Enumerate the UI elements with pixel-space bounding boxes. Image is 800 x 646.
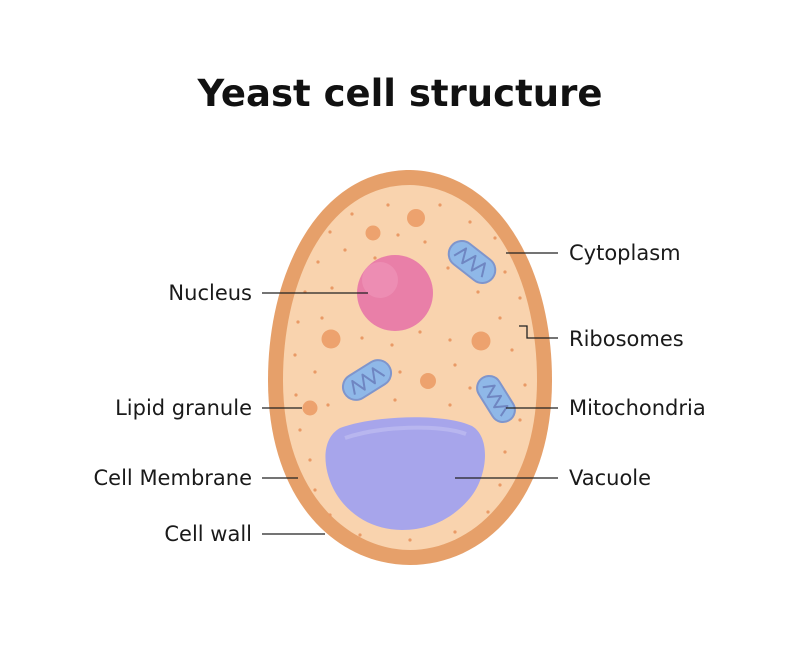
mitochondrion-1 (447, 239, 497, 285)
vacuole-shape (325, 417, 485, 530)
label-ribosomes: Ribosomes (569, 327, 684, 351)
label-mitochondria: Mitochondria (569, 396, 706, 420)
leader-lines (262, 252, 558, 535)
granules (302, 209, 491, 416)
label-vacuole: Vacuole (569, 466, 651, 490)
label-cytoplasm: Cytoplasm (569, 241, 681, 265)
label-cell-wall: Cell wall (164, 522, 252, 546)
nucleus-shape (357, 255, 433, 331)
ribosomes-leader (519, 325, 558, 339)
label-nucleus: Nucleus (168, 281, 252, 305)
vacuole-highlight (344, 425, 467, 440)
mitochondrion-3 (476, 374, 516, 424)
mitochondrion-2 (341, 359, 393, 401)
label-cell-membrane: Cell Membrane (94, 466, 252, 490)
diagram-title: Yeast cell structure (197, 72, 603, 115)
nucleus-highlight (362, 262, 398, 298)
label-lipid-granule: Lipid granule (115, 396, 252, 420)
